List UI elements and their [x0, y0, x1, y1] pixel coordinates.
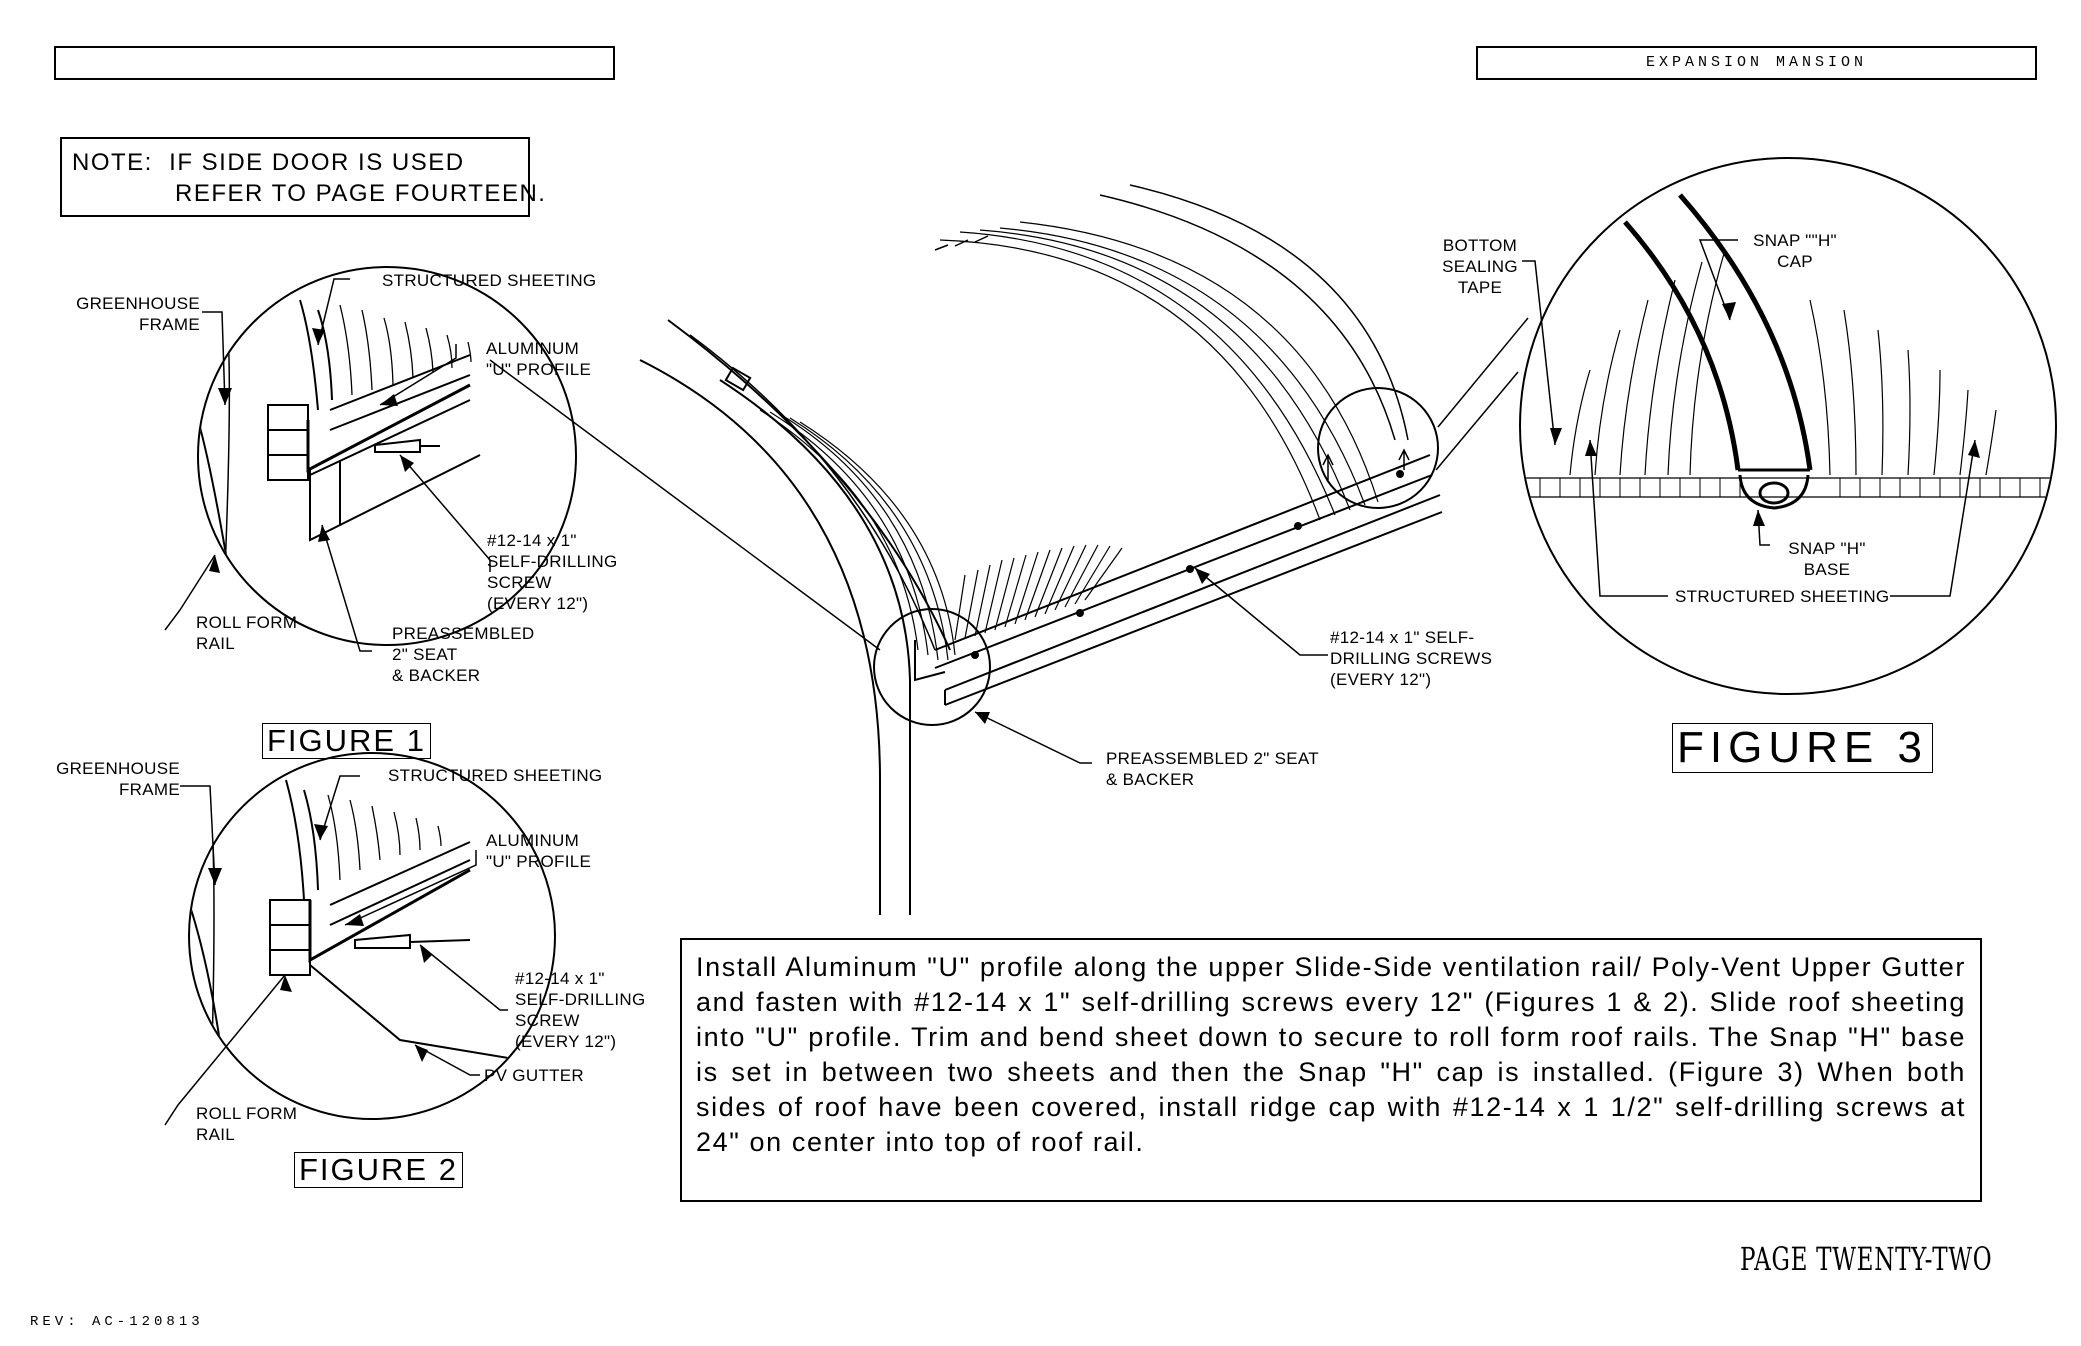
fig2-screw-label: #12-14 x 1" SELF-DRILLING SCREW (EVERY 1…: [515, 969, 646, 1051]
fig3-snap-h-base-label: SNAP "H" BASE: [1788, 539, 1866, 579]
fig2-roll-form-rail-label: ROLL FORM RAIL: [196, 1104, 298, 1144]
center-roof-drawing: [639, 184, 1443, 915]
fig1-aluminum-u-profile-label: ALUMINUM "U" PROFILE: [486, 339, 592, 379]
center-screws-label: #12-14 x 1" SELF- DRILLING SCREWS (EVERY…: [1330, 628, 1493, 689]
header-right-title: EXPANSION MANSION: [1645, 54, 1868, 71]
header-left-box: [54, 46, 615, 80]
fig1-greenhouse-frame-label: GREENHOUSE FRAME: [76, 294, 200, 334]
fig2-pv-gutter-label: PV GUTTER: [484, 1066, 584, 1085]
figure2-detail-circle: [188, 752, 556, 1120]
page-number: PAGE TWENTY-TWO: [1740, 1240, 1993, 1278]
header-right-box: EXPANSION MANSION: [1476, 46, 2037, 80]
revision-code: REV: AC-120813: [30, 1314, 204, 1330]
figure3-caption: FIGURE 3: [1672, 723, 1933, 773]
note-line-1: NOTE: IF SIDE DOOR IS USED: [72, 149, 465, 176]
fig2-greenhouse-frame-label: GREENHOUSE FRAME: [56, 759, 180, 799]
fig1-seat-backer-label: PREASSEMBLED 2" SEAT & BACKER: [392, 624, 535, 685]
fig3-bottom-sealing-tape-label: BOTTOM SEALING TAPE: [1442, 236, 1518, 297]
figure2-caption: FIGURE 2: [294, 1152, 463, 1188]
figure3-detail-circle: [1519, 157, 2057, 695]
instructions-text: Install Aluminum "U" profile along the u…: [696, 952, 1966, 1157]
center-seat-backer-label: PREASSEMBLED 2" SEAT & BACKER: [1106, 749, 1319, 789]
fig3-structured-sheeting-label: STRUCTURED SHEETING: [1675, 587, 1890, 606]
fig2-structured-sheeting-label: STRUCTURED SHEETING: [388, 766, 603, 785]
side-door-note: NOTE: IF SIDE DOOR IS USED REFER TO PAGE…: [60, 137, 547, 217]
fig1-roll-form-rail-label: ROLL FORM RAIL: [196, 613, 298, 653]
fig1-structured-sheeting-label: STRUCTURED SHEETING: [382, 271, 597, 290]
fig3-snap-h-cap-label: SNAP ""H" CAP: [1753, 231, 1837, 271]
installation-instructions: Install Aluminum "U" profile along the u…: [680, 938, 1982, 1202]
fig2-aluminum-u-profile-label: ALUMINUM "U" PROFILE: [486, 831, 592, 871]
figure1-caption: FIGURE 1: [262, 723, 431, 759]
fig1-screw-label: #12-14 x 1" SELF-DRILLING SCREW (EVERY 1…: [487, 531, 618, 613]
note-line-2: REFER TO PAGE FOURTEEN.: [175, 180, 547, 207]
